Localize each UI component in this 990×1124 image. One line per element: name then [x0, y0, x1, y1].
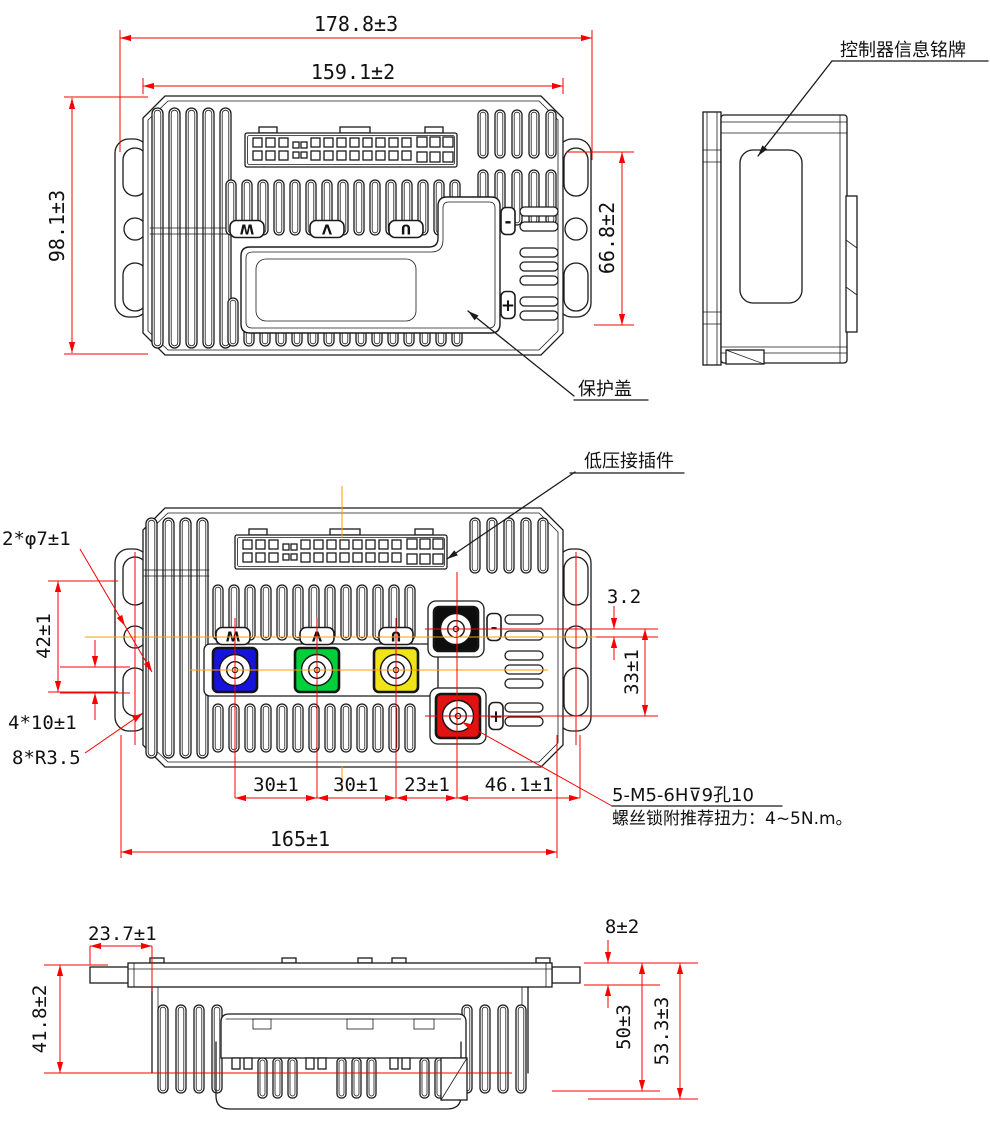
- middle-view: W V U - + 30±1 30±1 23±1 46.1: [2, 451, 853, 858]
- mid-flange-right: [557, 548, 592, 732]
- note-torque: 螺丝锁附推荐扭力：4~5N.m。: [612, 809, 853, 829]
- bottom-body: [89, 957, 581, 1074]
- bottom-view: 23.7±1 41.8±2 8±2 50±3 53.3±3: [29, 916, 698, 1110]
- mid-dimensions: 30±1 30±1 23±1 46.1±1 165±1 42±1 3.2 33±…: [33, 548, 746, 858]
- dim-holes: 2*φ7±1: [2, 528, 71, 550]
- top-view: W V U - + 178.8±3 159.1±2 98.1±3 66.8±2: [45, 12, 649, 401]
- mounting-flange-right: [557, 138, 592, 318]
- dim-fillet: 8*R3.5: [12, 747, 81, 769]
- plus-symbol: +: [489, 707, 503, 727]
- bottom-dimensions: 23.7±1 41.8±2 8±2 50±3 53.3±3: [29, 916, 698, 1100]
- nameplate-callout: 控制器信息铭牌: [755, 40, 989, 158]
- nameplate-area: [739, 149, 803, 304]
- dim-pitch-edge: 46.1±1: [485, 774, 554, 796]
- minus-symbol: -: [504, 212, 511, 232]
- phase-w-label: W: [240, 221, 254, 236]
- polarity-and-vents: - +: [500, 206, 559, 321]
- dim-offset: 3.2: [607, 586, 641, 608]
- nameplate-label: 控制器信息铭牌: [840, 40, 966, 61]
- dim-fin-height: 41.8±2: [29, 985, 51, 1054]
- dim-pitch-ub: 23±1: [404, 774, 450, 796]
- phase-w-label: W: [226, 628, 240, 643]
- side-view: 控制器信息铭牌: [702, 40, 989, 366]
- dim-right-height: 66.8±2: [595, 202, 619, 274]
- heatsink-fins: [149, 107, 557, 349]
- connector-label: 低压接插件: [584, 451, 674, 472]
- centerlines: [85, 486, 618, 792]
- dim-plate-step: 8±2: [605, 916, 639, 938]
- dim-hole-pitch: 42±1: [33, 613, 55, 659]
- phase-u-label: U: [401, 221, 412, 236]
- bottom-connector-block: [215, 1013, 468, 1110]
- dim-overall: 165±1: [270, 827, 330, 851]
- thread-note: 5-M5-6H⊽9孔10 螺丝锁附推荐扭力：4~5N.m。: [611, 785, 853, 829]
- dim-vertical-pitch: 33±1: [621, 649, 643, 695]
- dim-overall-width: 178.8±3: [314, 12, 398, 36]
- mid-phase-labels: W V U: [215, 626, 414, 646]
- dim-height: 98.1±3: [45, 190, 69, 262]
- dim-pitch-wv: 30±1: [253, 774, 299, 796]
- cover-label: 保护盖: [578, 379, 632, 400]
- mid-polarity-and-vents: - +: [486, 612, 544, 731]
- dim-pitch-vu: 30±1: [333, 774, 379, 796]
- phase-labels: W V U: [229, 219, 424, 239]
- minus-symbol: -: [490, 618, 497, 638]
- dim-flange-inset: 23.7±1: [88, 923, 157, 945]
- dim-body-width: 159.1±2: [311, 60, 395, 84]
- plus-symbol: +: [501, 296, 515, 316]
- top-view-dimensions: 178.8±3 159.1±2 98.1±3 66.8±2: [45, 12, 634, 355]
- connector-callout: 低压接插件: [445, 451, 685, 562]
- mid-left-labels: 2*φ7±1 4*10±1 8*R3.5: [2, 528, 81, 769]
- protective-cover: [240, 196, 501, 334]
- dim-total-height: 53.3±3: [651, 997, 673, 1066]
- dim-slot: 4*10±1: [8, 712, 77, 734]
- mid-lv-connector: [234, 528, 448, 570]
- dim-body-height: 50±3: [613, 1004, 635, 1050]
- cover-callout: 保护盖: [466, 308, 649, 401]
- note-thread: 5-M5-6H⊽9孔10: [612, 785, 754, 806]
- mid-heatsink-fins: [143, 517, 549, 759]
- lv-connector: [244, 126, 458, 168]
- phase-v-label: V: [322, 221, 332, 236]
